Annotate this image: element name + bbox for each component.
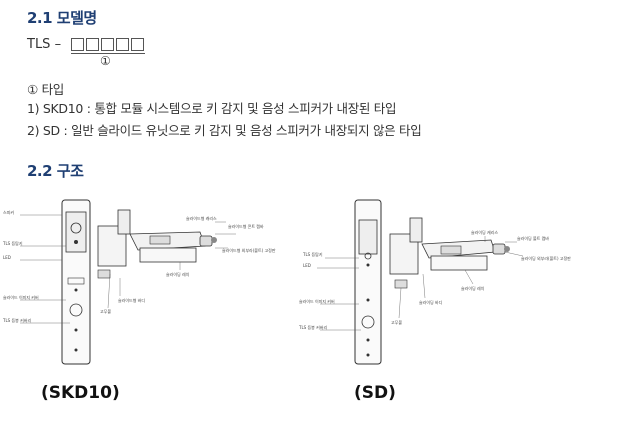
skd10-structure-diagram: 스피커 TLS 등탐키 LED 슬라이드 이미지 커버 TLS 등봉 커버리 슬… xyxy=(2,199,276,365)
skd10-label-tls-cover: TLS 등봉 커버리 xyxy=(2,317,31,323)
model-code-line: TLS – xyxy=(27,37,145,52)
sd-label-rail: 슬라이딩 볼트 캡바 xyxy=(517,235,549,241)
model-code-box xyxy=(71,38,85,51)
type-item-sd: 2) SD : 일반 슬라이드 유닛으로 키 감지 및 음성 스피커가 내장되지… xyxy=(27,123,422,138)
skd10-caption: (SKD10) xyxy=(41,383,120,403)
model-code-box xyxy=(116,38,130,51)
sd-label-tls-key: TLS 등탐키 xyxy=(302,251,323,257)
model-code-box xyxy=(101,38,115,51)
model-code-marker: ① xyxy=(100,54,111,68)
skd10-label-tls-key: TLS 등탐키 xyxy=(2,240,23,246)
sd-label-bottom-cover: 슬라이딩 외부라(볼트) 고정판 xyxy=(521,255,571,261)
model-code-underline xyxy=(71,53,145,54)
skd10-label-stopper: 고무볼 xyxy=(100,308,111,314)
skd10-label-rail: 슬라이드형 콘트 캡바 xyxy=(228,223,264,229)
type-item-skd10: 1) SKD10 : 통합 모듈 시스템으로 키 감지 및 음성 스피커가 내장… xyxy=(27,101,397,116)
skd10-label-bottom-cover: 슬라이드형 외부라(볼트) 고정판 xyxy=(222,247,276,253)
model-code-box xyxy=(131,38,145,51)
sd-label-stopper: 고무볼 xyxy=(391,319,402,325)
skd10-label-guide: 슬라이드형 바디 xyxy=(118,297,145,303)
section-title-model: 2.1 모델명 xyxy=(27,9,97,27)
sd-label-led: LED xyxy=(303,263,311,268)
sd-label-slide-cover: 슬라이드 이미지 커버 xyxy=(299,298,335,304)
skd10-label-slide-cover: 슬라이드 이미지 커버 xyxy=(3,294,39,300)
skd10-label-top-cover: 슬라이드형 캐리스 xyxy=(186,215,217,221)
model-code-box xyxy=(86,38,100,51)
sd-label-tls-cover: TLS 등봉 커버리 xyxy=(298,324,327,330)
type-label: ① 타입 xyxy=(27,82,64,97)
sd-label-guide: 슬라이딩 바디 xyxy=(419,299,443,305)
sd-caption: (SD) xyxy=(354,383,396,403)
section-title-structure: 2.2 구조 xyxy=(27,162,84,180)
sd-structure-diagram: TLS 등탐키 LED 슬라이드 이미지 커버 TLS 등봉 커버리 슬라이딩 … xyxy=(298,199,571,365)
skd10-label-speaker: 스피커 xyxy=(3,209,14,215)
model-code-boxes xyxy=(71,38,145,51)
skd10-label-led: LED xyxy=(3,255,11,260)
sd-label-latch: 슬라이딩 레치 xyxy=(461,285,485,291)
model-prefix: TLS – xyxy=(27,37,62,52)
sd-label-top-cover: 슬라이딩 캐리스 xyxy=(471,229,498,235)
skd10-label-latch: 슬라이딩 레치 xyxy=(166,271,190,277)
